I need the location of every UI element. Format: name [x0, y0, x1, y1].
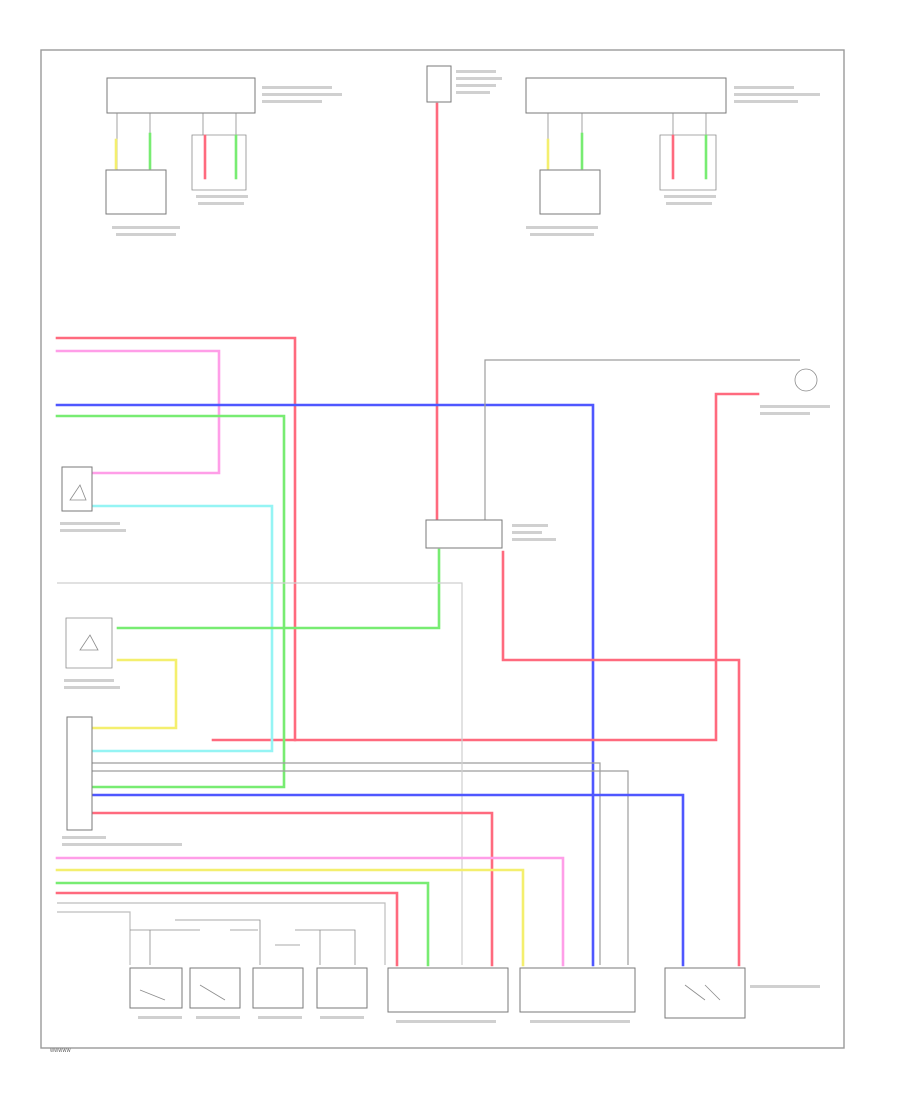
- red-wire-bottom: [55, 891, 399, 967]
- gray-wire-bottom-a: [57, 902, 386, 965]
- back-door-lamp-right: [760, 368, 830, 415]
- blue-wire-lower: [90, 793, 685, 967]
- left-front-lamp-module: [64, 617, 120, 689]
- green-wire-module: [116, 548, 441, 630]
- red-wire-upper-left: [55, 336, 297, 742]
- yellow-wire-bottom: [55, 868, 525, 967]
- gray-wire-right-top: [484, 359, 740, 520]
- red-wire-lower: [90, 811, 494, 967]
- pink-wire-bottom: [55, 856, 565, 967]
- yellow-wire-module: [90, 658, 178, 730]
- top-right-module-wires: [546, 132, 708, 180]
- red-wire-loop: [501, 550, 741, 967]
- gray-wire-3: [57, 582, 463, 965]
- blue-wire-main: [55, 403, 595, 967]
- main-connector-block: [62, 716, 182, 846]
- center-sensor-unit: [425, 519, 556, 549]
- footer-code: WWWWW: [50, 1048, 71, 1053]
- gray-wire-1: [92, 762, 601, 965]
- red-wire-right: [293, 392, 760, 742]
- green-wire-left: [55, 414, 286, 789]
- pink-wire-upper-left: [55, 349, 221, 475]
- bottom-splices: [130, 919, 356, 965]
- left-rear-door-module: [60, 466, 126, 532]
- top-right-module: [525, 77, 820, 236]
- gray-wire-2: [92, 770, 629, 965]
- bottom-component-row: [129, 967, 820, 1023]
- top-center-sensor: [426, 65, 502, 103]
- top-left-module: [105, 77, 342, 236]
- green-wire-bottom: [55, 881, 430, 967]
- top-left-module-wires: [114, 132, 238, 180]
- gray-wire-bottom-b: [57, 911, 131, 965]
- diagram-frame: [40, 49, 845, 1049]
